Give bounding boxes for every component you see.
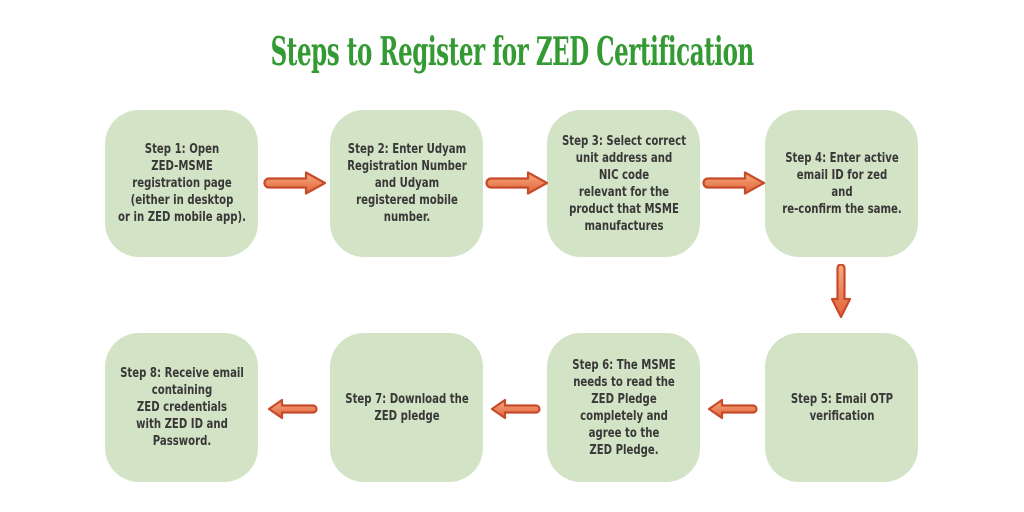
arrow-left-icon-step5-step6 (706, 396, 760, 422)
arrow-down-icon-step4-step5 (830, 264, 852, 322)
step-8-text: Step 8: Receive email containing ZED cre… (119, 366, 244, 449)
step-6-box: Step 6: The MSME needs to read the ZED P… (547, 333, 700, 482)
page-title-area: Steps to Register for ZED Certification (0, 24, 1024, 80)
arrow-left-icon-step7-step8 (266, 396, 320, 422)
step-7-text: Step 7: Download the ZED pledge (344, 391, 469, 424)
step-4-box: Step 4: Enter active email ID for zed an… (765, 110, 918, 257)
step-3-text: Step 3: Select correct unit address and … (561, 133, 686, 234)
step-1-box: Step 1: Open ZED-MSME registration page … (105, 110, 258, 257)
step-6-text: Step 6: The MSME needs to read the ZED P… (571, 357, 676, 458)
page-title: Steps to Register for ZED Certification (270, 29, 754, 75)
step-5-box: Step 5: Email OTP verification (765, 333, 918, 482)
arrow-right-icon-step1-step2 (262, 168, 328, 198)
step-1-text: Step 1: Open ZED-MSME registration page … (117, 142, 246, 225)
step-2-box: Step 2: Enter Udyam Registration Number … (330, 110, 483, 257)
arrow-right-icon-step2-step3 (484, 168, 550, 198)
step-5-text: Step 5: Email OTP verification (790, 391, 893, 424)
step-4-text: Step 4: Enter active email ID for zed an… (781, 150, 902, 217)
arrow-right-icon-step3-step4 (701, 168, 767, 198)
arrow-left-icon-step6-step7 (489, 396, 543, 422)
step-2-text: Step 2: Enter Udyam Registration Number … (346, 142, 467, 225)
step-7-box: Step 7: Download the ZED pledge (330, 333, 483, 482)
step-8-box: Step 8: Receive email containing ZED cre… (105, 333, 258, 482)
step-3-box: Step 3: Select correct unit address and … (547, 110, 700, 257)
